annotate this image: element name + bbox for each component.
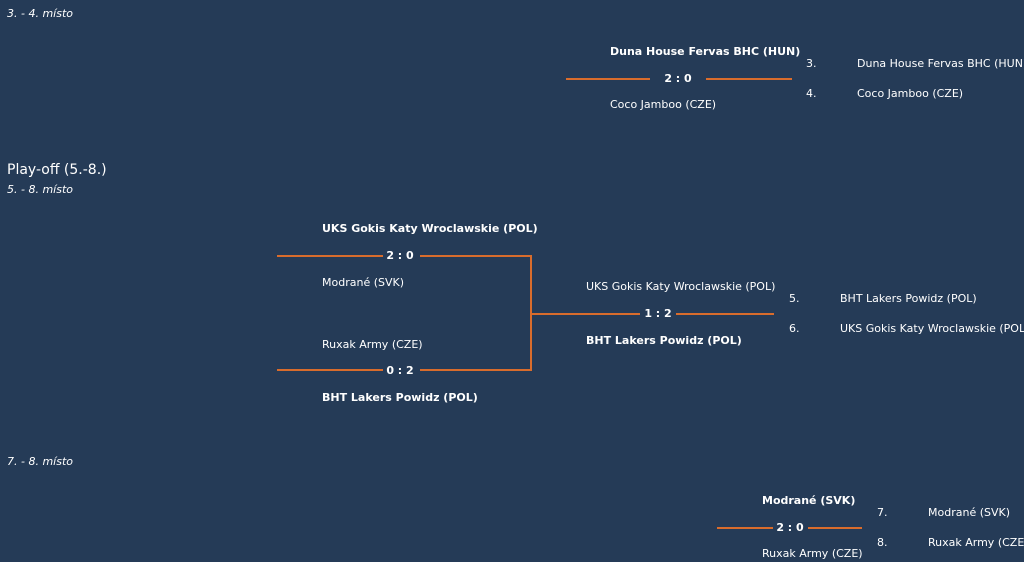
semifinal-2-home-team: Ruxak Army (CZE)	[322, 338, 423, 351]
playoff-rank-5: 5.	[789, 292, 800, 305]
final-score: 1 : 2	[644, 307, 672, 320]
third-place-rank-1-team: Duna House Fervas BHC (HUN)	[857, 57, 1024, 70]
playoff-rank-6-team: UKS Gokis Katy Wroclawskie (POL)	[840, 322, 1024, 335]
seventh-place-rank-8: 8.	[877, 536, 888, 549]
final-line-right	[676, 313, 774, 315]
semifinal-1-line-left	[277, 255, 383, 257]
seventh-place-subtitle: 7. - 8. místo	[7, 455, 73, 468]
semifinal-2-away-team: BHT Lakers Powidz (POL)	[322, 391, 478, 404]
seventh-place-rank-7-team: Modrané (SVK)	[928, 506, 1011, 519]
third-place-rank-2: 4.	[806, 87, 817, 100]
final-home-team: UKS Gokis Katy Wroclawskie (POL)	[586, 280, 776, 293]
third-place-bracket-line-right	[706, 78, 792, 80]
third-place-rank-1: 3.	[806, 57, 817, 70]
semifinal-1-home-team: UKS Gokis Katy Wroclawskie (POL)	[322, 222, 538, 235]
playoff-rank-5-team: BHT Lakers Powidz (POL)	[840, 292, 977, 305]
semifinal-1-line-right	[420, 255, 532, 257]
seventh-place-line-right	[808, 527, 862, 529]
playoff-title: Play-off (5.-8.)	[7, 162, 107, 178]
semifinal-1-away-team: Modrané (SVK)	[322, 276, 405, 289]
bracket-connector-horizontal	[530, 313, 640, 315]
semifinal-2-score: 0 : 2	[386, 364, 414, 377]
seventh-place-score: 2 : 0	[776, 521, 804, 534]
playoff-rank-6: 6.	[789, 322, 800, 335]
final-away-team: BHT Lakers Powidz (POL)	[586, 334, 742, 347]
semifinal-2-line-left	[277, 369, 383, 371]
seventh-place-rank-7: 7.	[877, 506, 888, 519]
seventh-place-rank-8-team: Ruxak Army (CZE)	[928, 536, 1024, 549]
playoff-subtitle: 5. - 8. místo	[7, 183, 73, 196]
seventh-place-home-team: Modrané (SVK)	[762, 494, 856, 507]
seventh-place-line-left	[717, 527, 773, 529]
semifinal-1-score: 2 : 0	[386, 249, 414, 262]
third-place-bracket-line-left	[566, 78, 650, 80]
third-place-home-team: Duna House Fervas BHC (HUN)	[610, 45, 801, 58]
semifinal-2-line-right	[420, 369, 532, 371]
third-place-rank-2-team: Coco Jamboo (CZE)	[857, 87, 964, 100]
seventh-place-away-team: Ruxak Army (CZE)	[762, 547, 863, 560]
third-place-away-team: Coco Jamboo (CZE)	[610, 98, 717, 111]
third-place-score: 2 : 0	[664, 72, 692, 85]
third-place-subtitle: 3. - 4. místo	[7, 7, 73, 20]
